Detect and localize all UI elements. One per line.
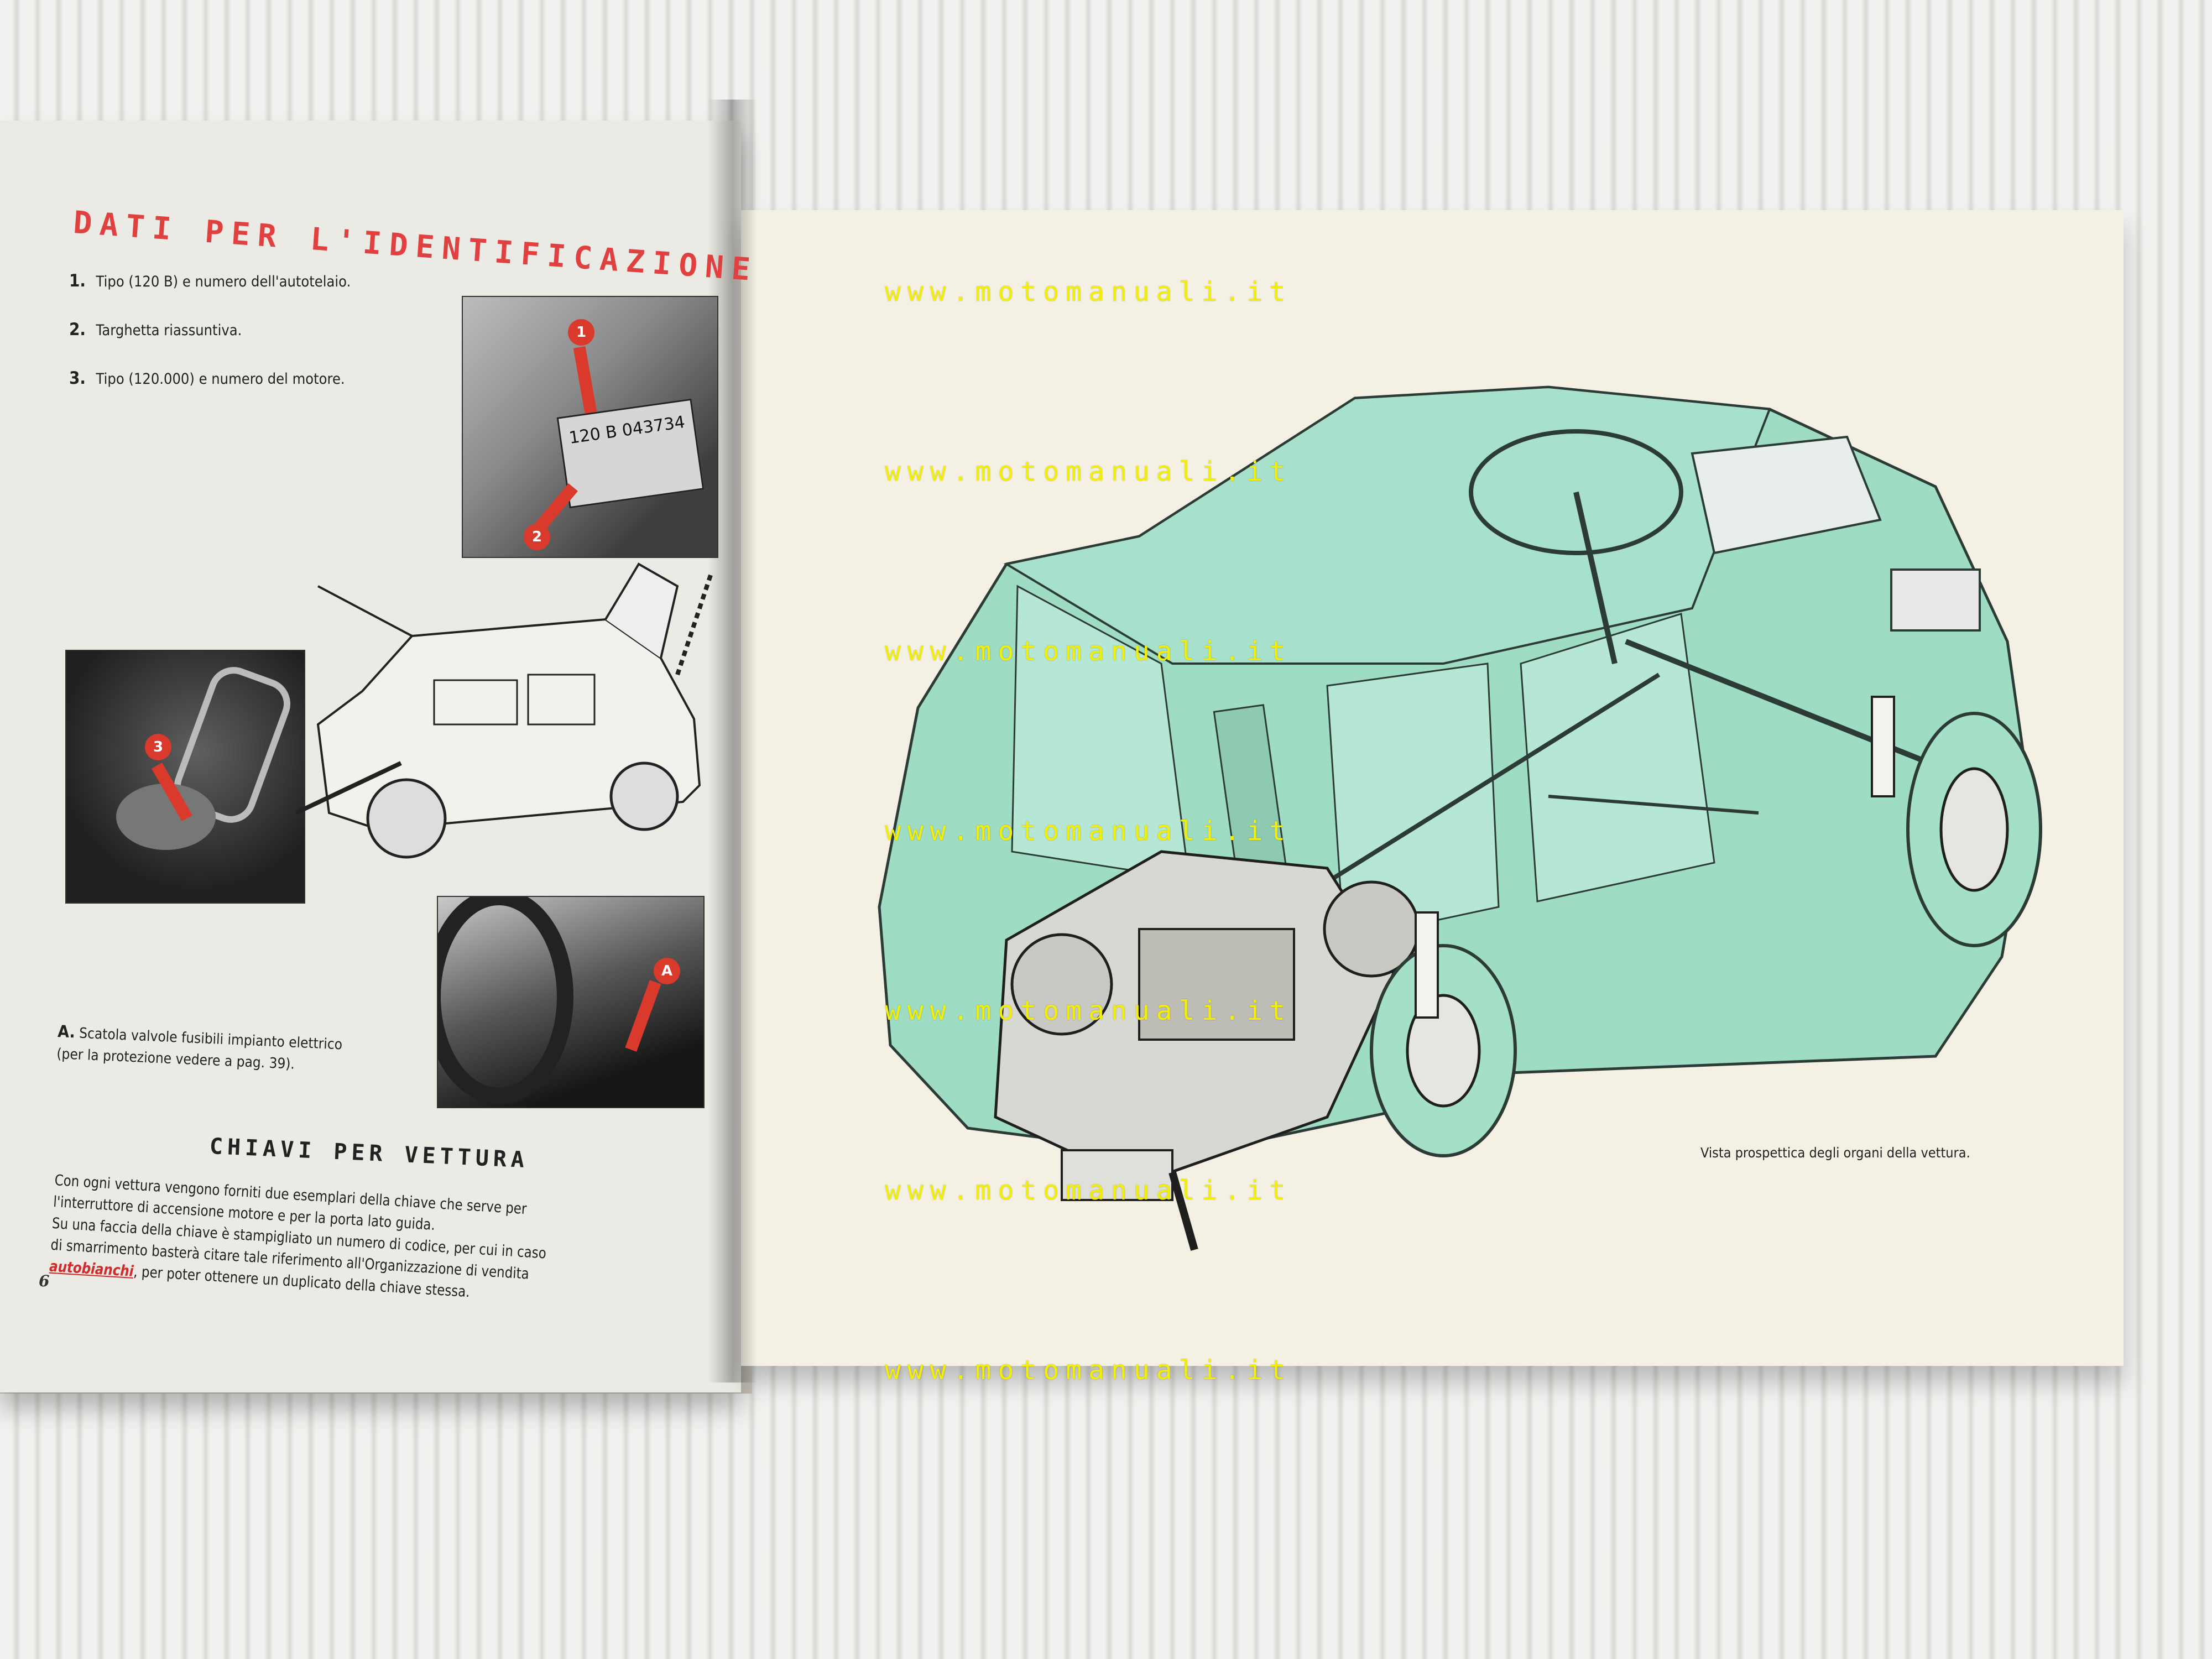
list-item: 1. Tipo (120 B) e numero dell'autotelaio… [69, 271, 393, 291]
steering-wheel-illustration [438, 897, 573, 1104]
list-item-text: Targhetta riassuntiva. [96, 322, 242, 339]
hatch-illustration [116, 667, 290, 850]
badge-1: 1 [568, 319, 594, 346]
car-cutaway-illustration [878, 385, 2042, 1251]
list-item-text: Tipo (120 B) e numero dell'autotelaio. [96, 273, 351, 290]
list-item: 3. Tipo (120.000) e numero del motore. [69, 368, 393, 388]
page-number: 6 [39, 1272, 50, 1290]
badge-a: A [654, 958, 680, 984]
identification-list: 1. Tipo (120 B) e numero dell'autotelaio… [69, 271, 429, 417]
estate-car-line-drawing [296, 562, 713, 859]
list-item-text: Tipo (120.000) e numero del motore. [96, 371, 345, 388]
engine-number-photo: 3 [65, 650, 305, 904]
brand-logo-text: autobianchi [49, 1258, 134, 1280]
watermark-text: www.motomanuali.it [885, 1355, 1292, 1386]
watermark-text: www.motomanuali.it [885, 276, 1292, 307]
fuse-box-photo: A [437, 896, 705, 1108]
list-item-number: 1. [69, 271, 86, 291]
watermark-text: www.motomanuali.it [885, 816, 1292, 847]
list-item: 2. Targhetta riassuntiva. [69, 320, 393, 340]
cutaway-caption: Vista prospettica degli organi della vet… [1700, 1145, 1970, 1161]
chassis-plate-photo: 120 B 043734 1 2 [462, 296, 718, 558]
badge-3: 3 [145, 734, 171, 760]
caption-label: A. [57, 1022, 76, 1042]
watermark-text: www.motomanuali.it [885, 636, 1292, 667]
watermark-text: www.motomanuali.it [885, 1175, 1292, 1206]
arrow-1-shaft [573, 346, 597, 414]
watermark-text: www.motomanuali.it [885, 995, 1292, 1026]
list-item-number: 3. [69, 368, 86, 388]
identification-plate: 120 B 043734 [556, 398, 705, 509]
watermark-text: www.motomanuali.it [885, 456, 1292, 487]
plate-number-text: 120 B 043734 [567, 412, 686, 448]
list-item-number: 2. [69, 320, 86, 340]
badge-2: 2 [524, 524, 550, 550]
